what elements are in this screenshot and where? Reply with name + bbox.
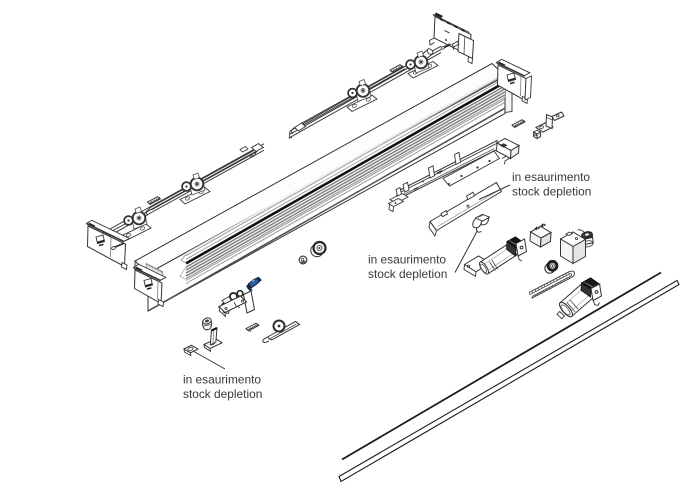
svg-text:in esaurimento: in esaurimento <box>183 373 261 387</box>
svg-text:stock depletion: stock depletion <box>512 185 591 199</box>
svg-text:in esaurimento: in esaurimento <box>368 253 446 267</box>
svg-text:stock depletion: stock depletion <box>368 267 447 281</box>
svg-text:in esaurimento: in esaurimento <box>512 170 590 184</box>
svg-text:stock depletion: stock depletion <box>183 387 262 401</box>
